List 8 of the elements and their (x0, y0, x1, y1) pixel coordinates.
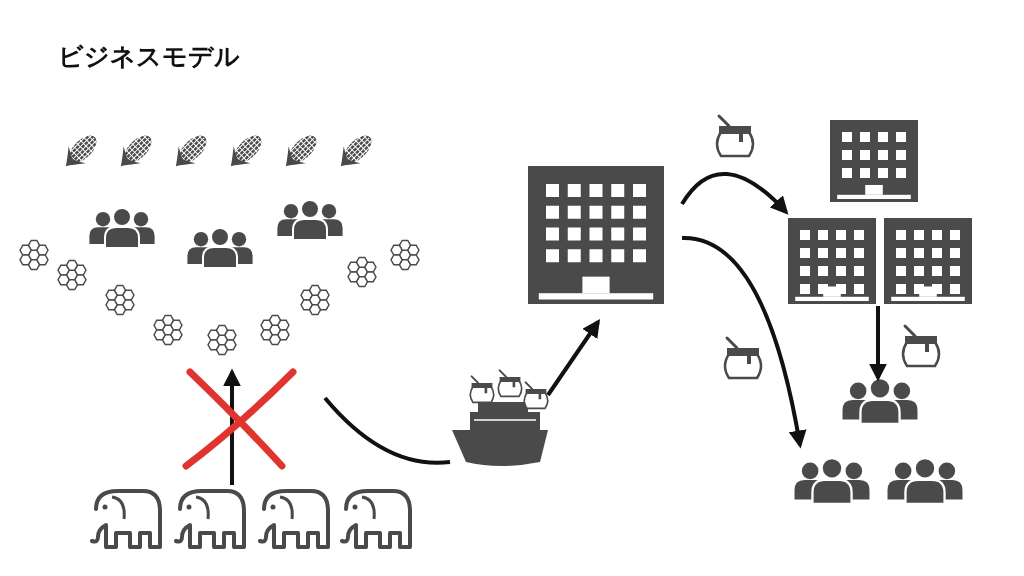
arrow (680, 172, 789, 215)
arrow (681, 236, 807, 449)
arrow (869, 306, 887, 382)
office-buildings-drawing (786, 118, 974, 306)
arrow (223, 368, 241, 485)
title: ビジネスモデル (58, 41, 240, 73)
arrow (546, 319, 601, 397)
factory-building-icon (528, 165, 665, 305)
